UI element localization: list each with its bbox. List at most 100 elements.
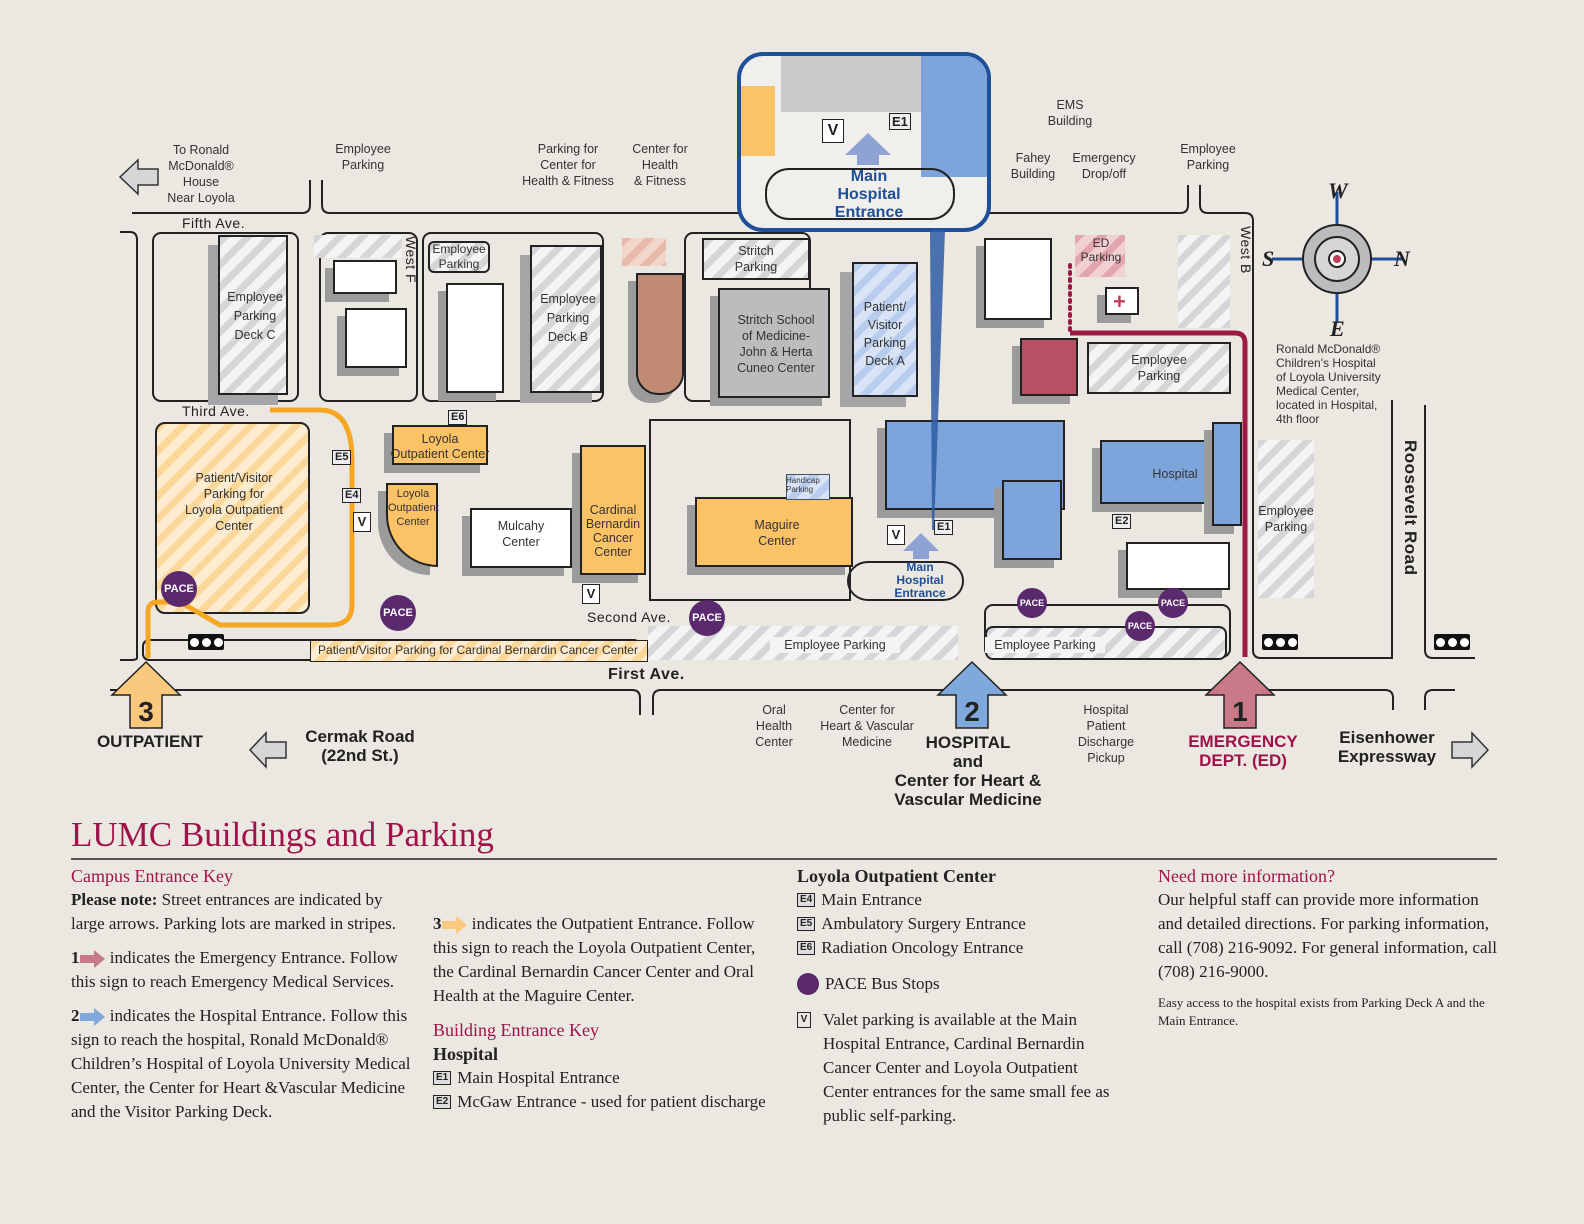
cbcc-parking-lot (310, 640, 648, 662)
center-health-fitness-building (636, 273, 684, 395)
entrance-e6-icon: E6 (797, 941, 816, 955)
inset-entrance-arrow-icon (843, 133, 893, 170)
campus-entrance-3-number: 3 (138, 696, 154, 727)
label-main-hospital-entrance: Main Hospital Entrance (894, 560, 946, 600)
cardinal-bernardin-cancer-center (580, 445, 646, 575)
label-employee-parking-south-1: Employee Parking (770, 637, 900, 653)
label-center-health-fitness: Center for Health & Fitness (632, 142, 688, 188)
mcgaw-building (1126, 542, 1230, 590)
inset-driveway (765, 168, 955, 220)
campus-key-entry-3: 3 indicates the Outpatient Entrance. Fol… (433, 914, 756, 1005)
street-west-f: West F (403, 236, 419, 284)
traffic-signal-icon (188, 634, 224, 650)
valet-marker-outpatient: V (353, 512, 371, 532)
traffic-signal-icon (1262, 634, 1298, 650)
inset-valet-marker: V (822, 119, 844, 143)
entrance-marker-e5: E5 (332, 450, 352, 465)
employee-parking-lot-ems (1087, 342, 1231, 394)
employee-parking-lot-west-b (1178, 235, 1230, 328)
building-cross-west-f (345, 308, 407, 368)
campus-key-entry-2: 2 indicates the Hospital Entrance. Follo… (71, 1006, 411, 1121)
valet-marker-hospital: V (887, 525, 905, 545)
label-loyola-outpatient-center-wing: Loyola Outpatient Center (388, 488, 439, 528)
label-hospital: Hospital (1152, 467, 1198, 481)
pace-stop-4: PACE (1017, 588, 1047, 618)
campus-key-heading: Campus Entrance Key (71, 866, 233, 886)
building-tall-white (446, 283, 504, 393)
legend-title: LUMC Buildings and Parking (71, 815, 494, 854)
cermak-arrow-left-icon (248, 731, 288, 774)
parking-health-fitness-lot (622, 238, 666, 266)
handicap-parking-lot (786, 474, 830, 500)
hospital-east-block (1100, 440, 1210, 504)
street-second-ave: Second Ave. (587, 609, 671, 625)
label-stritch-school: Stritch School of Medicine- John & Herta… (737, 313, 815, 375)
campus-map: Fifth Ave. Third Ave. Second Ave. First … (96, 52, 1490, 809)
compass-s: S (1262, 246, 1275, 271)
legend-divider (71, 858, 1497, 860)
pace-stop-6: PACE (1158, 588, 1188, 618)
building-small-west-f (333, 260, 397, 294)
entrance-marker-e1: E1 (934, 520, 954, 535)
label-center-heart-vascular: Center for Heart & Vascular Medicine (820, 703, 914, 749)
compass-e: E (1330, 316, 1345, 341)
label-ronald-mcdonald-house: To Ronald McDonald® House Near Loyola (167, 143, 235, 205)
campus-entrance-1-label: EMERGENCY DEPT. (ED) (1188, 732, 1298, 770)
employee-parking-deck-b (530, 245, 602, 393)
label-mulcahy-center: Mulcahy Center (497, 519, 545, 549)
campus-entrance-key-cont: 3 indicates the Outpatient Entrance. Fol… (433, 864, 773, 1114)
hospital-heart-vascular (1002, 480, 1062, 560)
inset-pointer (930, 230, 945, 530)
inset-label: Main Hospital Entrance (834, 168, 904, 221)
inset-outpatient-block (741, 86, 775, 156)
campus-entrance-1-arrow-icon (1204, 660, 1276, 735)
label-employee-parking-south-2: Employee Parking (985, 637, 1105, 653)
outpatient-arrow-icon (441, 916, 467, 935)
label-emergency-dropoff: Emergency Drop/off (1072, 151, 1136, 181)
entrance-marker-e4: E4 (342, 488, 362, 503)
direction-eisenhower: Eisenhower Expressway (1337, 728, 1437, 766)
label-employee-parking-east: Employee Parking (1258, 504, 1314, 534)
outpatient-route (145, 407, 355, 658)
outpatient-heading: Loyola Outpatient Center (797, 866, 996, 886)
pace-stop-2: PACE (380, 595, 416, 631)
red-cross-icon: + (1113, 289, 1126, 314)
entrance-e4-icon: E4 (797, 893, 816, 907)
campus-entrance-3-label: OUTPATIENT (96, 732, 204, 751)
campus-entrance-1-number: 1 (1232, 696, 1248, 727)
employee-parking-lot-west-f (314, 235, 402, 258)
label-hospital-discharge: Hospital Patient Discharge Pickup (1077, 703, 1135, 765)
label-stritch-parking: Stritch Parking (734, 244, 778, 274)
label-loyola-outpatient-center: Loyola Outpatient Center (390, 432, 490, 461)
label-deck-c: Employee Parking Deck C (227, 290, 283, 342)
main-entrance-inset: V E1 Main Hospital Entrance (737, 52, 991, 232)
pace-stop-5: PACE (1125, 611, 1155, 641)
campus-entrance-2-arrow-icon (936, 660, 1008, 735)
label-employee-parking-top-right: Employee Parking (1180, 142, 1236, 172)
entrance-marker-e6: E6 (448, 410, 468, 425)
hospital-arrow-icon (79, 1008, 105, 1027)
employee-parking-lot-east (1258, 440, 1314, 598)
eisenhower-arrow-right-icon (1450, 731, 1490, 774)
pace-stop-3: PACE (689, 600, 725, 636)
compass-w: W (1328, 178, 1348, 203)
label-oral-health-center: Oral Health Center (755, 703, 793, 749)
stritch-school-building (718, 288, 830, 398)
label-employee-parking-ems: Employee Parking (1131, 353, 1187, 383)
employee-parking-lot-north (428, 241, 490, 273)
traffic-signal-icon (1434, 634, 1470, 650)
info-section: Need more information? Our helpful staff… (1158, 864, 1498, 1040)
label-maguire-center: Maguire Center (754, 518, 800, 548)
valet-icon: V (797, 1012, 811, 1028)
loyola-outpatient-center (392, 425, 488, 465)
main-entrance-arrow-icon (901, 533, 941, 564)
label-ronald-mcdonald-childrens: Ronald McDonald® Children's Hospital of … (1276, 342, 1381, 426)
label-parking-health-fitness: Parking for Center for Health & Fitness (522, 142, 614, 188)
entrance-marker-e2: E2 (1112, 514, 1132, 529)
maguire-center (695, 497, 853, 567)
label-deck-a: Patient/ Visitor Parking Deck A (863, 300, 907, 368)
